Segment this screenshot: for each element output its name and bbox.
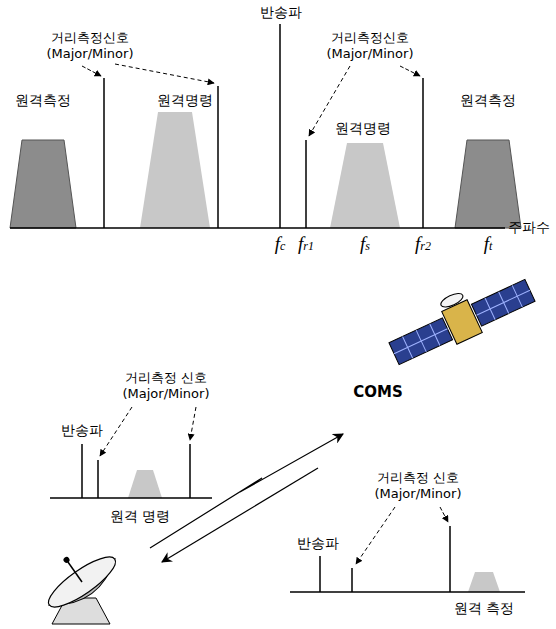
dish-face: [42, 549, 121, 615]
telecommand-band: [140, 112, 210, 228]
ranging-label: 거리측정신호 (Major/Minor): [310, 30, 430, 61]
telecommand-band: [128, 470, 162, 498]
ranging-line: [422, 78, 424, 228]
satellite-name: COMS: [353, 383, 403, 401]
feed-arm: [67, 561, 82, 582]
uplink-arrow: [150, 434, 343, 548]
solar-panel: [471, 279, 535, 326]
satellite-icon: [382, 264, 538, 370]
ranging-line: [305, 140, 307, 228]
telecommand-label: 원격명령: [157, 92, 213, 109]
downlink-arrow: [162, 468, 318, 562]
leader-arrow: [400, 66, 420, 76]
spectrum-axis: [50, 497, 212, 499]
axis-label: 주파수: [508, 219, 550, 236]
solar-panel: [389, 318, 453, 365]
satellite-dish: [439, 291, 465, 310]
frequency-symbol: fc: [275, 232, 286, 257]
telemetry-label: 원격측정: [460, 92, 516, 109]
frequency-axis: [10, 227, 505, 229]
ranging-line: [351, 568, 353, 592]
ranging-label: 거리측정신호 (Major/Minor): [30, 30, 150, 61]
frequency-symbol: ft: [484, 232, 493, 257]
panel-grid: [394, 329, 447, 354]
carrier-line: [279, 24, 281, 228]
carrier-line: [81, 444, 83, 498]
ranging-line: [103, 78, 105, 228]
antenna-icon: [32, 534, 123, 617]
telemetry-label: 원격 측정: [454, 600, 514, 617]
leader-arrow: [356, 507, 395, 564]
ranging-label: 거리측정 신호 (Major/Minor): [106, 370, 226, 401]
carrier-line: [319, 556, 321, 592]
spectrum-axis: [290, 591, 525, 593]
telemetry-band: [10, 140, 76, 228]
carrier-label: 반송파: [297, 535, 339, 552]
telecommand-band: [330, 143, 400, 228]
frequency-symbol: fr2: [415, 232, 431, 257]
telemetry-band: [468, 572, 500, 592]
telemetry-label: 원격측정: [15, 92, 71, 109]
leader-arrow: [100, 407, 132, 456]
feed-horn: [62, 556, 70, 564]
ranging-line: [449, 526, 451, 592]
leader-arrow: [440, 507, 448, 522]
ranging-label: 거리측정 신호 (Major/Minor): [358, 470, 478, 501]
frequency-symbol: fs: [360, 232, 370, 257]
telecommand-label: 원격 명령: [110, 508, 170, 525]
leader-arrow: [190, 407, 196, 440]
ranging-line: [217, 86, 219, 228]
telecommand-label: 원격명령: [335, 120, 391, 137]
frequency-symbol: fr1: [298, 232, 314, 257]
ranging-line: [97, 460, 99, 498]
panel-grid: [477, 290, 530, 315]
leader-arrow: [82, 66, 101, 76]
ranging-line: [189, 444, 191, 498]
carrier-label: 반송파: [260, 4, 302, 21]
leader-arrow: [115, 64, 214, 83]
carrier-label: 반송파: [61, 422, 103, 439]
telemetry-band: [455, 140, 521, 228]
